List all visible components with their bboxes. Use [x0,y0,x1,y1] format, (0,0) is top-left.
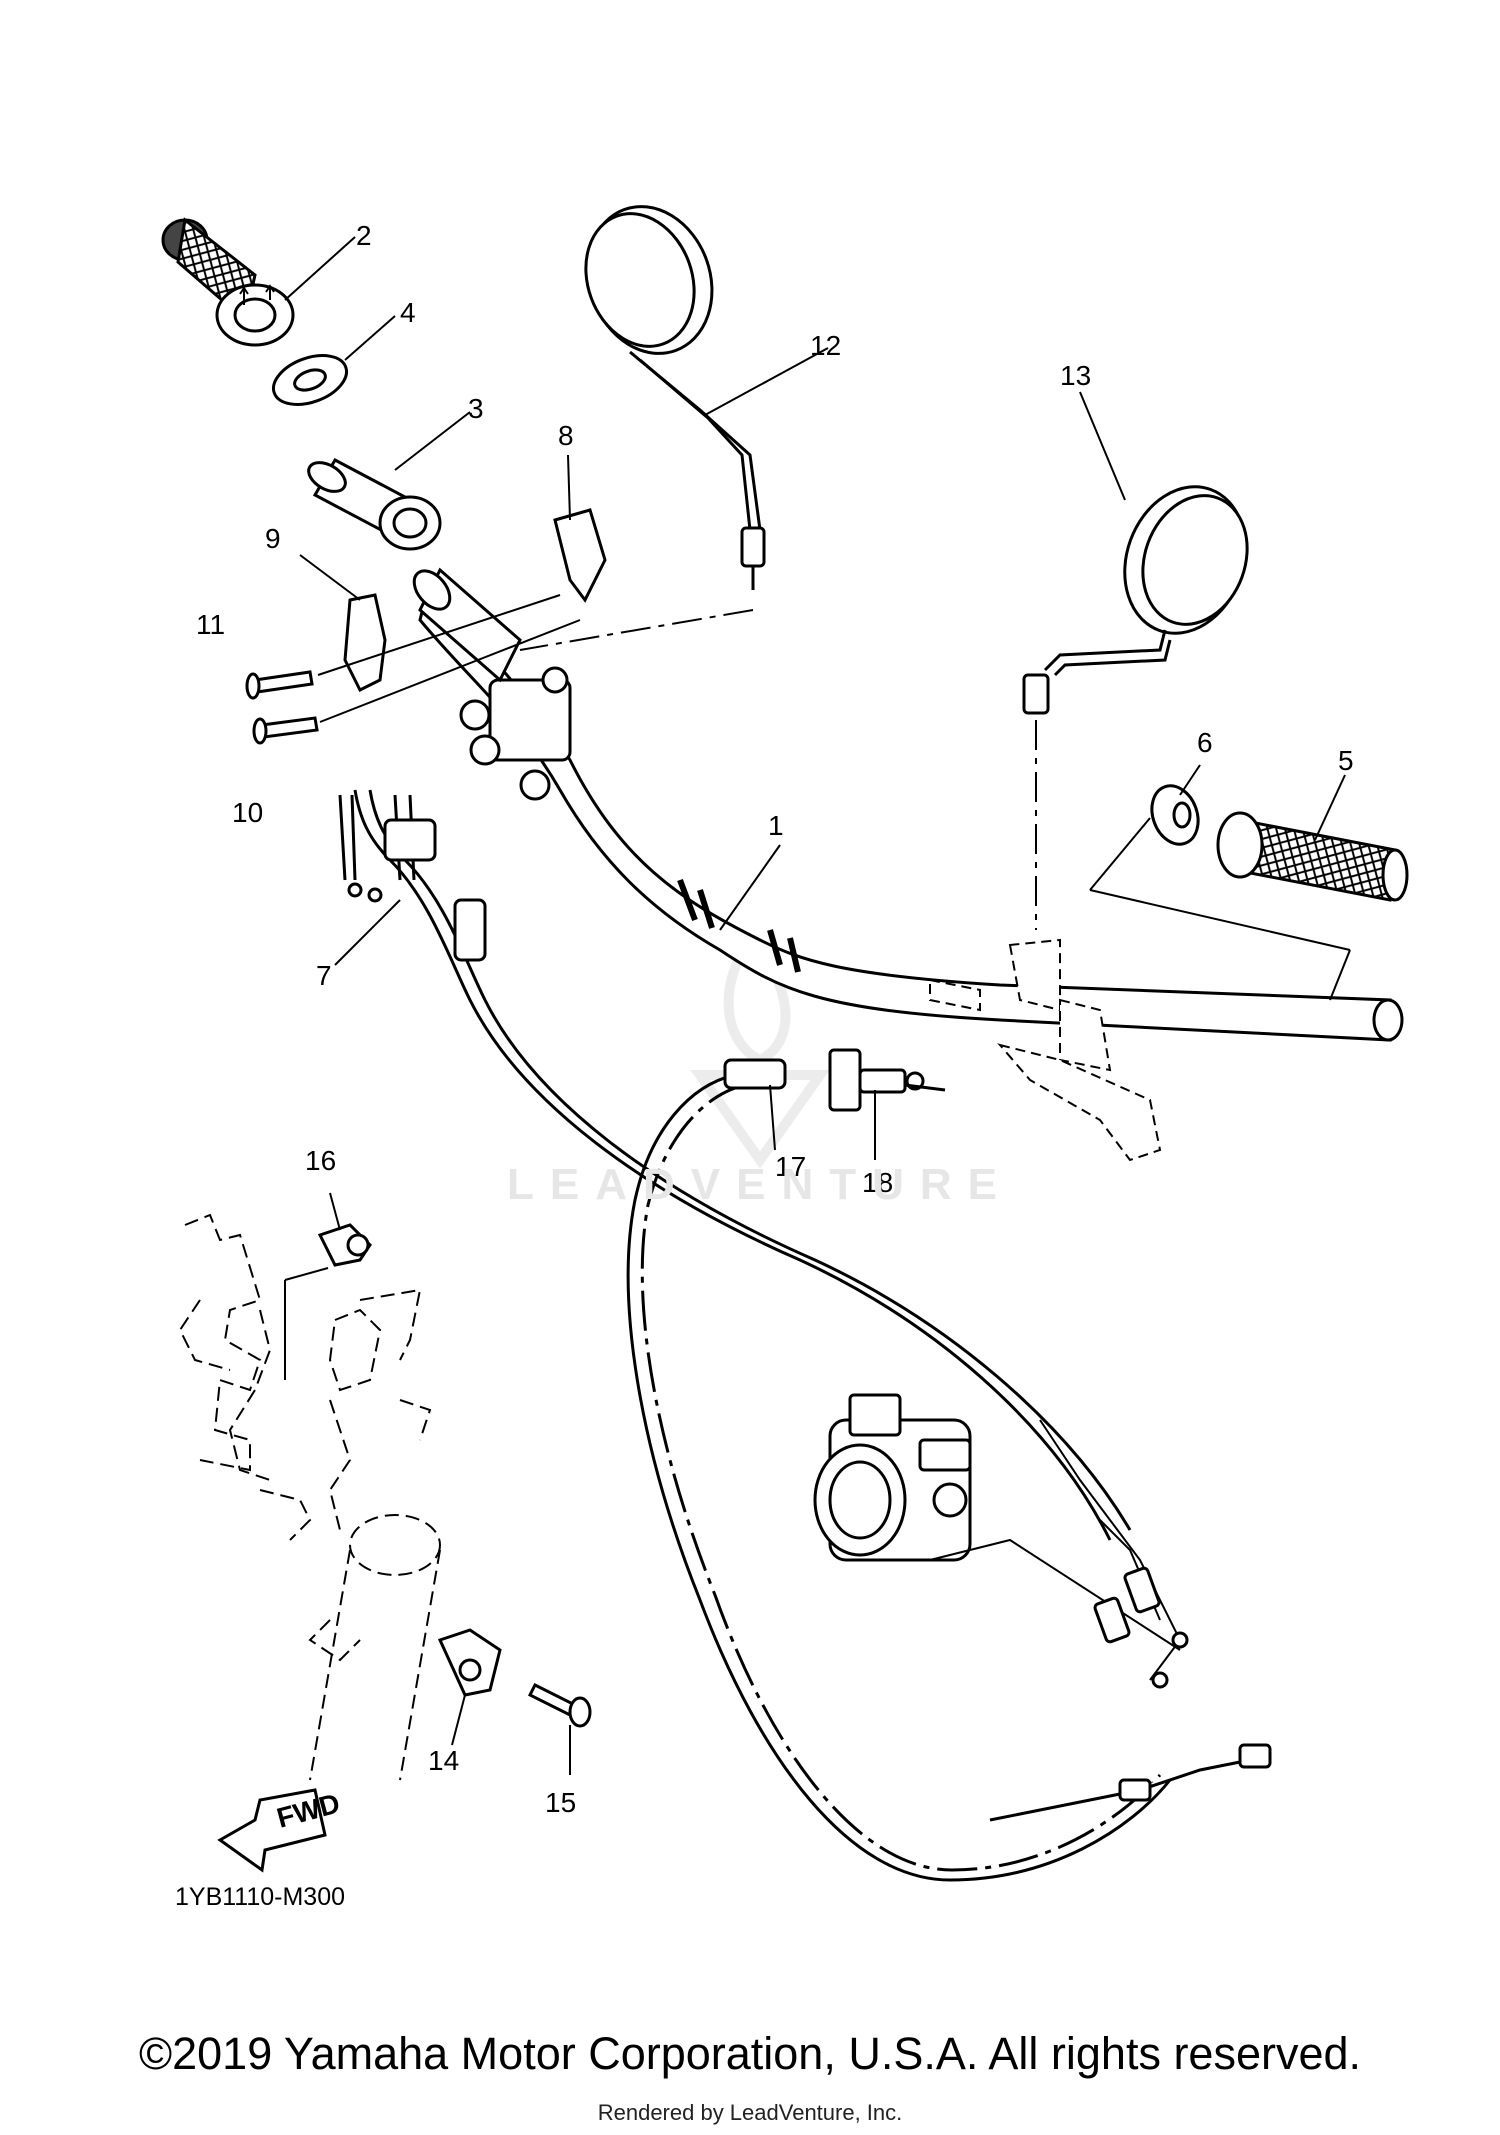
callout-8: 8 [558,420,574,451]
throttle-tube [307,457,442,551]
callout-17: 17 [775,1151,806,1182]
left-mirror [584,205,766,590]
throttle-housing [459,666,572,801]
frame-bracket [178,1213,432,1541]
clamp-line [284,1267,329,1281]
cable-terminals [1093,1566,1189,1689]
bolt-15 [527,1682,592,1728]
right-mirror [1022,485,1249,715]
clutch-lever [929,938,1162,1162]
callout-15: 15 [545,1787,576,1818]
callout-4: 4 [400,297,416,328]
callout-7: 7 [316,960,332,991]
handlebar [418,576,1392,1042]
callout-3: 3 [468,393,484,424]
fork-clamp [437,1628,502,1697]
washer [272,354,348,406]
left-grip [161,217,295,347]
callout-13: 13 [1060,360,1091,391]
callout-18: 18 [862,1167,893,1198]
callout-11: 11 [196,609,225,640]
callout-2: 2 [356,220,372,251]
callout-14: 14 [428,1745,459,1776]
cable-holder [343,508,607,693]
grip-guides [1089,817,1351,1001]
clamp-16 [317,1223,372,1267]
screws [245,670,319,745]
lower-cable-end [989,1743,1272,1822]
throttle-body [813,1393,972,1562]
leader-lines [284,236,1346,1775]
adjuster [723,1048,946,1112]
diagram-code: 1YB1110-M300 [175,1883,345,1911]
cable-ends [347,818,487,962]
screw-lines [317,594,581,723]
bar-end [1372,998,1404,1042]
callout-1: 1 [768,810,784,841]
watermark-text: LEADVENTURE [506,1160,1014,1209]
callout-16: 16 [305,1145,336,1176]
callout-5: 5 [1338,745,1354,776]
fwd-arrow: FWD [217,1787,343,1873]
copyright-notice: ©2019 Yamaha Motor Corporation, U.S.A. A… [138,2028,1362,2079]
callout-12: 12 [810,330,841,361]
callout-6: 6 [1197,727,1213,758]
callout-9: 9 [265,523,281,554]
right-washer [1150,784,1200,846]
clutch-cable [626,1073,1172,1882]
right-grip [1216,811,1409,902]
dash-line [519,609,754,651]
rendered-by: Rendered by LeadVenture, Inc. [597,2100,903,2125]
fork-tube [308,1514,441,1781]
callout-10: 10 [232,797,263,828]
